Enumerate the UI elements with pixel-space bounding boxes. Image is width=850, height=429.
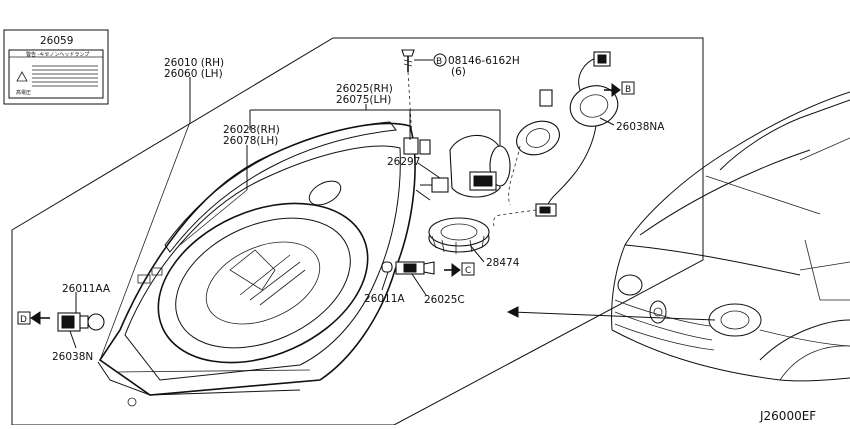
warning-triangle-icon [16,71,28,82]
callout-bezel-rh: 26028(RH) [223,124,280,136]
label-box[interactable]: 26059 警告 ‑キセノンヘッドランプ 高電圧 [3,29,109,105]
ref-box-b[interactable]: B [621,81,635,95]
ballast-cover-part[interactable] [508,115,565,206]
callout-socket-c: 26025C [424,294,465,306]
callout-bulb-aa: 26011AA [62,283,111,295]
svg-text:D: D [20,315,27,325]
callout-bezel-lh: 26078(LH) [223,135,278,147]
callout-housing-lh: 26075(LH) [336,94,391,106]
diagram-code: J26000EF [759,409,816,423]
position-bulb-part[interactable] [381,261,435,275]
svg-text:B: B [625,85,631,95]
view-pointer [511,311,716,321]
vehicle-illustration [611,91,850,382]
callout-igniter: 26038NA [616,121,665,133]
callout-bolt-qty: (6) [451,66,466,78]
label-part-number: 26059 [40,35,73,47]
xenon-bulb-part[interactable] [415,134,511,201]
callout-housing-rh: 26025(RH) [336,83,393,95]
svg-text:C: C [465,266,471,276]
callout-xenon-bulb: 26297 [387,156,420,168]
callout-headlamp-rh: 26010 (RH) [164,57,224,69]
callout-socket-n: 26038N [52,351,93,363]
headlamp-assembly[interactable] [97,121,431,407]
ref-box-d[interactable]: D [17,311,31,325]
side-bulb-part[interactable] [57,312,105,332]
label-footer-text: 高電圧 [16,89,31,96]
ballast-ring-part[interactable] [428,217,490,254]
callout-ballast: 28474 [486,257,520,269]
label-warning-text: 警告 ‑キセノンヘッドランプ [26,51,89,58]
callout-bolt-number: 08146-6162H [448,55,520,67]
ref-box-c[interactable]: C [461,262,475,276]
callout-headlamp-lh: 26060 (LH) [164,68,223,80]
callout-bolt-circle: B [436,57,442,67]
igniter-harness-part[interactable] [492,51,622,227]
ref-arrows [30,83,621,325]
leader-lines [69,59,615,361]
callout-bulb-a: 26011A [364,293,405,305]
bolt-ref-circle [433,53,447,67]
bolt-part[interactable] [401,49,415,139]
callout-labels: 26010 (RH) 26060 (LH) 26025(RH) 26075(LH… [52,53,816,423]
